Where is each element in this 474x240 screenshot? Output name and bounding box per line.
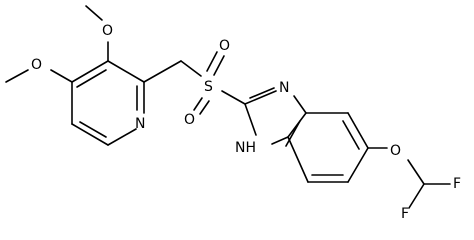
difluoromethoxy-group xyxy=(367,147,451,209)
benzene-ring xyxy=(285,112,369,183)
bond-c3a-c7a-double xyxy=(285,120,301,147)
bond-s-o-bottom-a xyxy=(193,97,203,111)
bond-o-ch3-left xyxy=(5,69,29,83)
atom-oxygen-methoxy-left: O xyxy=(31,57,42,73)
bond-c-f-bottom xyxy=(408,183,425,209)
bond-s-c2bim xyxy=(221,90,246,105)
atom-nitrogen-imidazole: N xyxy=(279,80,289,96)
bond-c2-n3 xyxy=(244,90,277,105)
atom-nitrogen-pyridine: N xyxy=(135,116,145,132)
bond-c6-n1 xyxy=(107,128,137,146)
bond-c5-c6 xyxy=(347,147,369,183)
bond-o-ch3-top xyxy=(85,5,103,21)
atom-oxygen-methoxy-top: O xyxy=(102,23,113,39)
bond-n1-c2 xyxy=(244,103,257,136)
atom-nh-imidazole: NH xyxy=(235,140,256,156)
atom-oxygen-sulfonyl-bottom: O xyxy=(184,112,195,128)
bond-c7a-n1 xyxy=(271,136,289,145)
bond-ch2-s xyxy=(180,60,202,77)
bond-o-chf2 xyxy=(407,159,425,185)
bond-s-o-top-a xyxy=(206,51,218,72)
atom-sulfur: S xyxy=(204,79,213,95)
bond-c2-ch2 xyxy=(143,60,182,83)
sulfonyl-linker xyxy=(143,51,246,115)
atom-fluorine-top: F xyxy=(453,176,461,192)
bond-c3-c4 xyxy=(71,60,109,83)
methoxy-groups xyxy=(5,5,109,83)
atom-labels: O O N O S O N NH O F F xyxy=(31,23,461,222)
bond-c2-n3-double xyxy=(249,87,275,99)
bond-c5-c6-double xyxy=(79,121,107,138)
atom-oxygen-ether: O xyxy=(390,143,401,159)
bond-c3-c4-double xyxy=(76,69,107,88)
bond-n3-c3a xyxy=(293,95,307,114)
bond-c4-o xyxy=(50,69,73,83)
pyridine-ring xyxy=(71,60,145,146)
bond-c5-c6 xyxy=(71,123,109,146)
bond-c7-c7a xyxy=(287,136,309,183)
bond-c4-c5 xyxy=(347,112,369,149)
molecule-structure: O O N O S O N NH O F F xyxy=(5,5,461,222)
bond-c4-c5-double xyxy=(342,120,360,150)
atom-oxygen-sulfonyl-top: O xyxy=(219,38,230,54)
bond-s-o-bottom-b xyxy=(199,100,210,115)
atom-fluorine-bottom: F xyxy=(401,206,409,222)
bond-s-o-top-b xyxy=(213,55,225,76)
bond-c2-c3 xyxy=(107,60,145,83)
imidazole-ring xyxy=(244,87,307,145)
